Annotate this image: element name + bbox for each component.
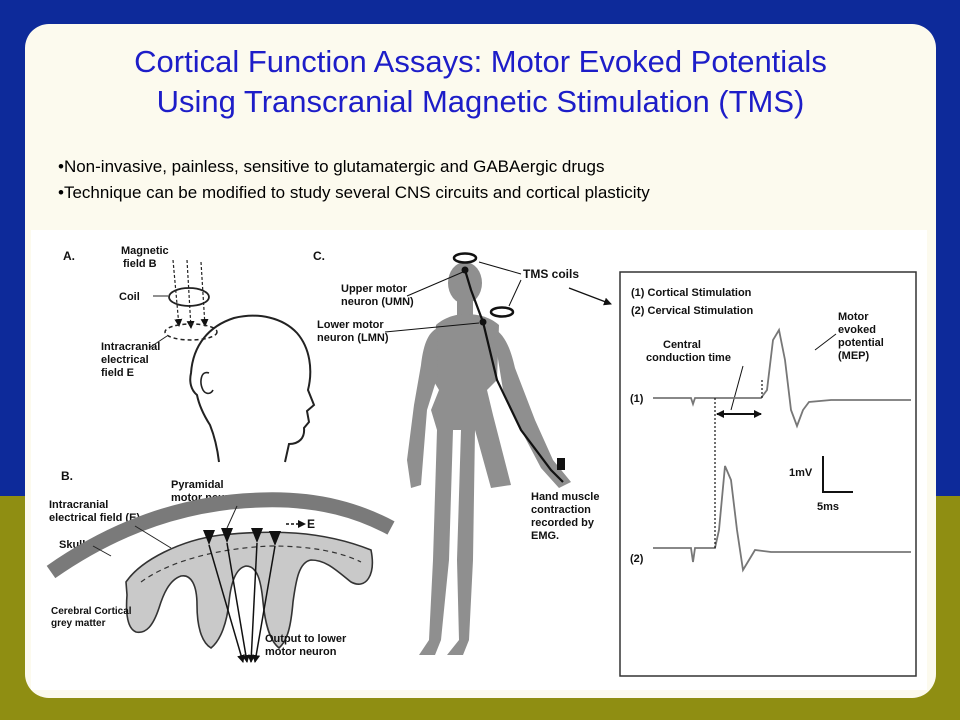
trace-2-waveform — [653, 465, 911, 573]
trace-box — [619, 271, 917, 677]
central-leader — [730, 365, 744, 411]
bullet-item: •Technique can be modified to study seve… — [58, 183, 650, 202]
umn-leader — [406, 271, 464, 297]
trace-1-waveform — [653, 327, 911, 429]
pyramidal-neuron-icon — [251, 528, 263, 543]
axon-arrow — [208, 544, 245, 663]
label-tms-coils: TMS coils — [523, 267, 579, 281]
label-pyramidal-1: Pyramidal — [171, 479, 224, 491]
panel-a-letter: A. — [63, 249, 75, 263]
label-output-2: motor neuron — [265, 646, 337, 658]
legend-cervical: (2) Cervical Stimulation — [631, 305, 754, 317]
label-intracranial-3: field E — [101, 367, 134, 379]
label-mep-4: (MEP) — [838, 350, 870, 362]
label-intracranial-2: electrical — [101, 354, 149, 366]
field-arrow — [172, 259, 183, 327]
label-central-2: conduction time — [646, 352, 731, 364]
field-arrow — [186, 259, 195, 329]
label-magnetic-field-1: Magnetic — [121, 245, 169, 257]
panel-b: B. Pyramidal motor neurons Intracranial … — [46, 469, 395, 663]
label-lmn-2: neuron (LMN) — [317, 332, 389, 344]
intracranial-field-icon — [164, 323, 218, 341]
label-lmn-1: Lower motor — [317, 319, 384, 331]
mep-leader — [814, 333, 837, 351]
label-hand-4: EMG. — [531, 530, 559, 542]
pyramidal-neuron-icon — [203, 530, 215, 545]
intracranial-leader — [148, 335, 168, 349]
title-line-1: Cortical Function Assays: Motor Evoked P… — [134, 44, 827, 79]
cortex-inner-line — [140, 545, 362, 583]
trace-panel: (1) Cortical Stimulation (2) Cervical St… — [619, 271, 917, 677]
field-arrow — [200, 261, 209, 327]
pyramidal-neuron-icon — [269, 531, 281, 546]
label-intracranial-1: Intracranial — [101, 341, 160, 353]
tms-coil-icon — [489, 306, 515, 318]
label-magnetic-field-2: field B — [123, 258, 157, 270]
scale-bar — [822, 456, 853, 493]
tms-figure: A. Magnetic field B Coil Intracranial el… — [31, 230, 927, 690]
slide-title: Cortical Function Assays: Motor Evoked P… — [25, 42, 936, 122]
label-scale-voltage: 1mV — [789, 467, 813, 479]
axon-arrow — [247, 542, 258, 663]
label-hand-3: recorded by — [531, 517, 595, 529]
label-output-1: Output to lower — [265, 633, 347, 645]
panel-c: C. TMS coils — [313, 249, 612, 655]
head-outline — [189, 314, 316, 463]
panel-c-letter: C. — [313, 249, 325, 263]
label-grey-matter-2: grey matter — [51, 618, 106, 629]
cortex-grey-matter — [125, 531, 373, 650]
ear-icon — [200, 371, 214, 395]
label-mep-2: evoked — [838, 324, 876, 336]
emg-electrode-icon — [557, 458, 565, 470]
lmn-soma — [479, 318, 487, 326]
label-b-intracranial-2: electrical field (E) — [49, 512, 140, 524]
pyramidal-leader — [226, 505, 238, 529]
skull-band — [46, 492, 395, 579]
label-scale-time: 5ms — [817, 501, 839, 513]
legend-cortical: (1) Cortical Stimulation — [631, 287, 752, 299]
coils-leader — [508, 279, 522, 307]
bullet-list: •Non-invasive, painless, sensitive to gl… — [58, 154, 650, 206]
label-b-intracranial-1: Intracranial — [49, 499, 108, 511]
label-umn-2: neuron (UMN) — [341, 296, 414, 308]
tms-coil-icon — [452, 252, 478, 264]
coils-leader — [478, 261, 522, 275]
tms-diagram: A. Magnetic field B Coil Intracranial el… — [46, 245, 917, 677]
label-central-1: Central — [663, 339, 701, 351]
pyramidal-neuron-icon — [221, 528, 233, 543]
panel-b-letter: B. — [61, 469, 73, 483]
label-mep-3: potential — [838, 337, 884, 349]
slide-card: Cortical Function Assays: Motor Evoked P… — [25, 24, 936, 698]
label-grey-matter-1: Cerebral Cortical — [51, 606, 132, 617]
label-coil: Coil — [119, 291, 140, 303]
label-hand-1: Hand muscle — [531, 491, 599, 503]
label-mep-1: Motor — [838, 311, 869, 323]
panel-a: A. Magnetic field B Coil Intracranial el… — [63, 245, 316, 463]
b-intracranial-leader — [134, 525, 172, 549]
human-silhouette — [407, 262, 571, 655]
label-trace-2: (2) — [630, 553, 644, 565]
axon-arrow — [226, 542, 250, 663]
label-e: E — [307, 517, 315, 531]
label-umn-1: Upper motor — [341, 283, 408, 295]
umn-soma — [461, 266, 469, 274]
to-trace-arrow — [568, 287, 612, 306]
title-line-2: Using Transcranial Magnetic Stimulation … — [156, 84, 805, 119]
label-trace-1: (1) — [630, 393, 644, 405]
lmn-leader — [384, 322, 480, 333]
coil-icon — [168, 287, 210, 307]
label-hand-2: contraction — [531, 504, 591, 516]
axon-arrow — [252, 545, 276, 663]
skull-leader — [92, 545, 112, 557]
motor-pathway-line — [463, 269, 564, 483]
bullet-item: •Non-invasive, painless, sensitive to gl… — [58, 157, 605, 176]
